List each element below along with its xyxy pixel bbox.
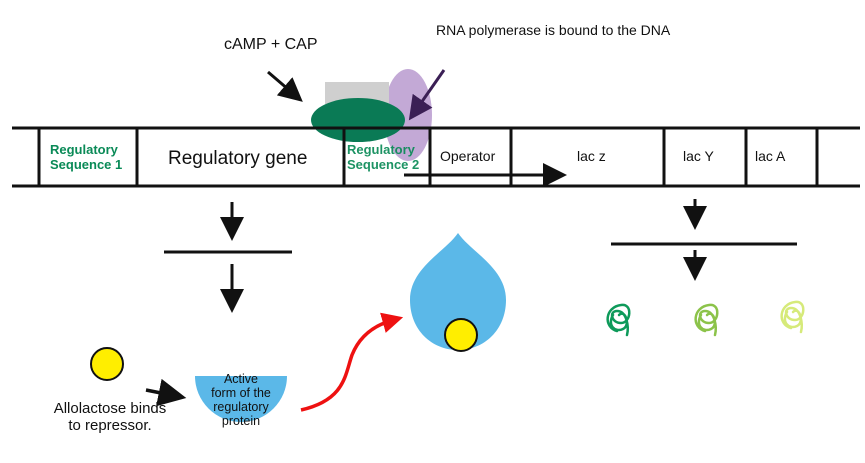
rna-polymerase-shape: [384, 69, 432, 161]
active-form-caption: Active form of the regulatory protein: [211, 372, 271, 428]
camp-cap-label: cAMP + CAP: [224, 36, 318, 53]
lac-z-label: lac z: [577, 148, 606, 164]
red-curved-arrow: [300, 312, 404, 412]
cap-protein-shape: [311, 98, 405, 142]
regulatory-gene-label: Regulatory gene: [168, 148, 308, 169]
rna-polymerase-arrow: [408, 69, 446, 121]
enzyme-transacetylase: [780, 300, 805, 334]
regulatory-sequence-1-label: Regulatory Sequence 1: [50, 142, 123, 172]
enzyme-group: [606, 300, 805, 337]
enzyme-beta-galactosidase: [606, 303, 631, 337]
inactive-repressor-drop: [410, 233, 506, 350]
allolactose-molecule: [90, 347, 124, 381]
camp-shape: [325, 82, 389, 104]
operator-label: Operator: [440, 148, 496, 164]
active-repressor-shape: [195, 376, 287, 422]
allolactose-caption: Allolactose binds to repressor.: [53, 400, 167, 435]
lac-y-label: lac Y: [683, 148, 714, 164]
regulatory-sequence-2-label: Regulatory Sequence 2: [347, 142, 420, 172]
lac-a-label: lac A: [755, 148, 786, 164]
enzyme-permease: [694, 303, 719, 337]
bound-allolactose: [444, 318, 478, 352]
camp-cap-arrow: [267, 70, 303, 102]
allolactose-arrow: [145, 378, 187, 407]
rna-polymerase-label: RNA polymerase is bound to the DNA: [436, 22, 671, 38]
